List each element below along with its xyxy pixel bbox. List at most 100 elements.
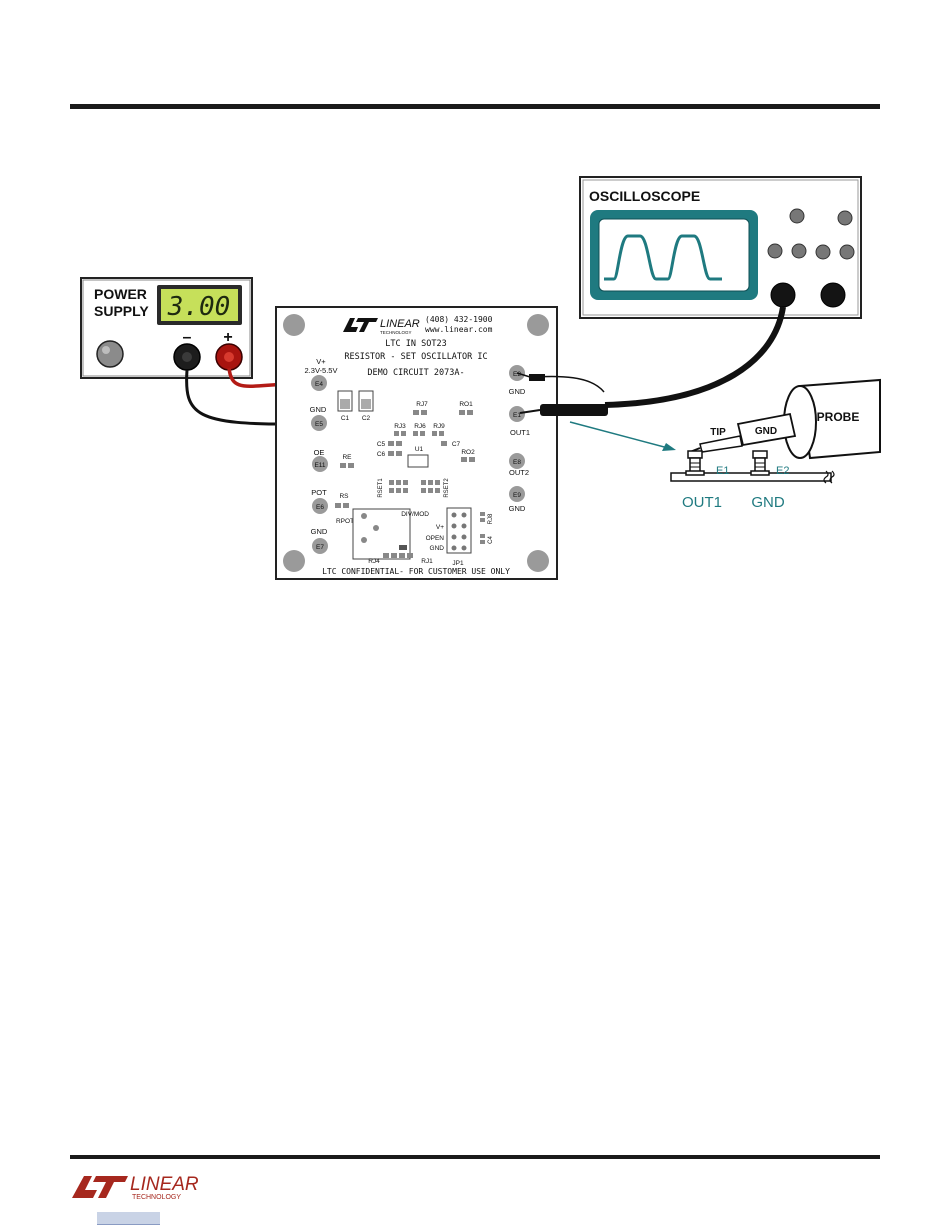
- probe-tip-sleeve: [699, 435, 743, 453]
- c2-label: C2: [362, 415, 371, 422]
- probe-tip-label: TIP: [710, 427, 726, 438]
- scope-input-connector-2[interactable]: [820, 282, 846, 308]
- gnd-label-e2: GND: [509, 387, 526, 396]
- e1-label: E1: [716, 465, 729, 477]
- mount-hole-bl: [283, 550, 305, 572]
- turret-e1[interactable]: E1: [509, 406, 525, 422]
- scope-input-connector[interactable]: [770, 282, 796, 308]
- svg-text:TECHNOLOGY: TECHNOLOGY: [380, 330, 412, 335]
- c1-label: C1: [341, 415, 350, 422]
- header-rule: [70, 104, 880, 109]
- plus-terminal-label: +: [223, 329, 232, 346]
- probe-ground-clip: [529, 374, 545, 381]
- turret-e5[interactable]: E5: [311, 415, 327, 431]
- board-web: www.linear.com: [425, 325, 493, 334]
- rj7-label: RJ7: [416, 401, 428, 408]
- turret-e8[interactable]: E8: [509, 453, 525, 469]
- rj3-label: RJ3: [394, 423, 406, 430]
- jp-label-open: OPEN: [426, 535, 445, 542]
- c5-label: C5: [377, 441, 386, 448]
- rj9-label: RJ9: [433, 423, 445, 430]
- footer-linear-logo: LINEAR TECHNOLOGY: [72, 1174, 199, 1201]
- power-supply-readout: 3.00: [167, 292, 231, 322]
- mount-hole-br: [527, 550, 549, 572]
- re-label: RE: [342, 454, 352, 461]
- svg-text:E6: E6: [316, 504, 324, 511]
- gnd-label-left: GND: [310, 405, 327, 414]
- footer-link-bar[interactable]: [97, 1212, 160, 1225]
- minus-terminal-label: –: [183, 329, 192, 346]
- black-supply-wire: [185, 369, 299, 426]
- ro1-label: RO1: [459, 401, 473, 408]
- scope-knob-5[interactable]: [815, 244, 831, 260]
- board-footer-line: LTC CONFIDENTIAL- FOR CUSTOMER USE ONLY: [322, 567, 510, 576]
- rj8-label: RJ8: [488, 513, 494, 524]
- oscilloscope: OSCILLOSCOPE: [579, 176, 862, 319]
- turret-e4[interactable]: E4: [311, 375, 327, 391]
- svg-text:E1: E1: [513, 412, 521, 419]
- out1-bottom-label: OUT1: [682, 494, 722, 511]
- jp-label-divmod: DIV/MOD: [401, 511, 429, 518]
- turret-e6[interactable]: E6: [312, 498, 328, 514]
- c6-label: C6: [377, 451, 386, 458]
- board-demo-line: DEMO CIRCUIT 2073A-: [367, 368, 464, 378]
- svg-text:E11: E11: [314, 462, 325, 469]
- u1-chip: [407, 454, 429, 468]
- probe-body-on-board: [540, 404, 608, 416]
- oscilloscope-title: OSCILLOSCOPE: [589, 188, 700, 204]
- board-phone: (408) 432-1900: [425, 315, 493, 324]
- probe-gnd-label: GND: [755, 426, 777, 437]
- turret-e9[interactable]: E9: [509, 486, 525, 502]
- scope-knob-3[interactable]: [767, 243, 783, 259]
- rj4-label: RJ4: [368, 558, 380, 565]
- scope-knob-6[interactable]: [839, 244, 855, 260]
- turret-e11[interactable]: E11: [312, 456, 328, 472]
- probe-label: PROBE: [817, 410, 860, 424]
- demo-board: LINEAR TECHNOLOGY (408) 432-1900 www.lin…: [275, 306, 558, 580]
- scope-knob-2[interactable]: [837, 210, 853, 226]
- turret-e7[interactable]: E7: [312, 538, 328, 554]
- footer-logo-word: LINEAR: [130, 1174, 199, 1195]
- jp1-header[interactable]: [446, 507, 472, 554]
- pot-label: POT: [311, 488, 327, 497]
- svg-text:E9: E9: [513, 492, 521, 499]
- zoom-pointer-line: [569, 421, 669, 449]
- rj6-label: RJ6: [414, 423, 426, 430]
- power-supply-knob[interactable]: [96, 340, 124, 368]
- e2-turret-head[interactable]: [752, 450, 768, 459]
- rset2-label: RSET2: [444, 478, 450, 498]
- vplus-label: V+: [316, 357, 326, 366]
- e1-turret-head[interactable]: [687, 450, 703, 459]
- gnd-label-e7: GND: [311, 527, 328, 536]
- jp-label-gnd: GND: [430, 545, 445, 552]
- ro2-label: RO2: [461, 449, 475, 456]
- jp1-label: JP1: [452, 560, 464, 567]
- mount-hole-tl: [283, 314, 305, 336]
- probe-detail: PROBE GND TIP E1 E2 OUT1 GND: [670, 378, 881, 511]
- power-supply-title-1: POWER: [94, 286, 147, 302]
- power-supply-lcd: [161, 289, 238, 321]
- e2-label: E2: [776, 465, 789, 477]
- rs-label: RS: [339, 493, 349, 500]
- svg-text:E5: E5: [315, 421, 323, 428]
- svg-text:E4: E4: [315, 381, 323, 388]
- rj1-label: RJ1: [421, 558, 433, 565]
- scope-cable: [604, 306, 786, 408]
- jp-label-vplus: V+: [436, 524, 444, 531]
- u1-label: U1: [415, 446, 424, 453]
- svg-text:E7: E7: [316, 544, 324, 551]
- footer-logo-sub: TECHNOLOGY: [132, 1194, 181, 1201]
- rset1-label: RSET1: [378, 478, 384, 498]
- square-wave-trace: [604, 234, 722, 281]
- scope-knob-1[interactable]: [789, 208, 805, 224]
- svg-text:E8: E8: [513, 459, 521, 466]
- svg-text:LINEAR: LINEAR: [380, 318, 420, 330]
- vrange-label: 2.3V-5.5V: [305, 366, 338, 375]
- rpot-label: RPOT: [336, 518, 354, 525]
- out2-label: OUT2: [509, 468, 529, 477]
- gnd-bottom-label: GND: [751, 494, 785, 511]
- mount-hole-tr: [527, 314, 549, 336]
- board-part-line: LTC IN SOT23: [385, 339, 446, 349]
- scope-knob-4[interactable]: [791, 243, 807, 259]
